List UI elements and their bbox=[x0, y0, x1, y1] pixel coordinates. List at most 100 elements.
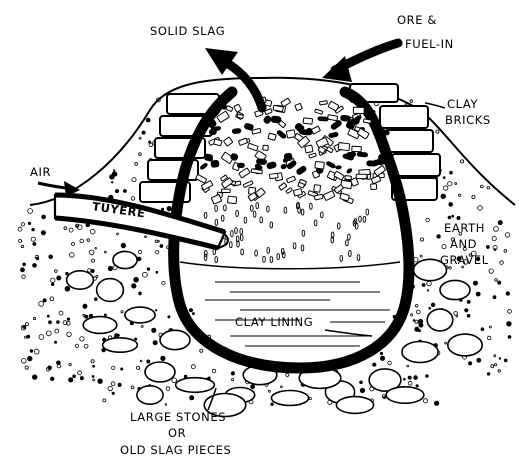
bubble bbox=[366, 209, 369, 215]
gravel-dot bbox=[444, 186, 448, 190]
gravel-dot bbox=[121, 311, 123, 313]
bubble bbox=[270, 257, 273, 263]
gravel-dot bbox=[480, 185, 483, 188]
charcoal-piece bbox=[328, 132, 338, 138]
gravel-dot bbox=[414, 376, 418, 380]
bubble bbox=[277, 254, 280, 260]
ore-fuel-charge bbox=[196, 97, 390, 204]
charcoal-piece bbox=[276, 130, 286, 139]
gravel-dot bbox=[161, 208, 163, 210]
charcoal-piece bbox=[281, 164, 287, 170]
stone bbox=[103, 338, 138, 352]
stone bbox=[125, 307, 155, 323]
gravel-dot bbox=[32, 375, 37, 380]
gravel-dot bbox=[450, 171, 453, 174]
gravel-dot bbox=[46, 331, 51, 336]
stone bbox=[271, 391, 308, 406]
ore-piece bbox=[248, 143, 259, 151]
ore-piece bbox=[263, 145, 269, 150]
bubble bbox=[301, 209, 304, 215]
ore-piece bbox=[323, 191, 335, 201]
gravel-dot bbox=[110, 175, 115, 180]
gravel-dot bbox=[141, 325, 143, 327]
charcoal-piece bbox=[357, 152, 368, 157]
gravel-dot bbox=[22, 275, 26, 279]
ore-piece bbox=[243, 181, 253, 188]
gravel-dot bbox=[271, 403, 274, 406]
charcoal-piece bbox=[237, 163, 244, 168]
ore-piece bbox=[338, 143, 350, 151]
gravel-dot bbox=[445, 342, 447, 344]
gravel-dot bbox=[30, 350, 33, 353]
gravel-dot bbox=[149, 141, 151, 143]
ore-piece bbox=[327, 115, 337, 121]
gravel-dot bbox=[508, 336, 511, 339]
gravel-dot bbox=[135, 162, 138, 165]
ore-piece bbox=[268, 133, 276, 140]
ore-piece bbox=[239, 168, 250, 178]
gravel-dot bbox=[93, 379, 95, 381]
ore-piece bbox=[223, 137, 232, 146]
charcoal-piece bbox=[346, 168, 352, 174]
gravel-dot bbox=[113, 170, 115, 172]
gravel-dot bbox=[473, 281, 477, 285]
gravel-dot bbox=[55, 270, 58, 273]
gravel-dot bbox=[80, 337, 84, 341]
gravel-dot bbox=[434, 401, 438, 405]
ore-piece bbox=[269, 173, 278, 178]
ore-piece bbox=[196, 174, 207, 183]
gravel-dot bbox=[137, 366, 140, 369]
bubble bbox=[284, 207, 287, 213]
ore-piece bbox=[286, 130, 295, 138]
ore-piece bbox=[357, 128, 369, 139]
ore-piece bbox=[226, 106, 233, 112]
gravel-dot bbox=[28, 222, 30, 224]
bubble bbox=[301, 245, 304, 251]
ore-piece bbox=[319, 101, 327, 105]
gravel-dot bbox=[115, 334, 118, 337]
gravel-dot bbox=[449, 267, 451, 269]
bubble bbox=[363, 216, 366, 222]
gravel-dot bbox=[426, 218, 430, 222]
gravel-dot bbox=[92, 376, 94, 378]
gravel-dot bbox=[115, 190, 118, 193]
gravel-dot bbox=[80, 377, 83, 380]
gravel-dot bbox=[143, 272, 148, 277]
stone bbox=[137, 386, 163, 404]
gravel-dot bbox=[506, 292, 510, 296]
gravel-dot bbox=[42, 215, 46, 219]
gravel-dot bbox=[104, 314, 106, 316]
bubble bbox=[260, 217, 263, 223]
gravel-label: GRAVEL bbox=[440, 253, 489, 267]
clay-bricks-label-line1: CLAY bbox=[447, 97, 478, 111]
gravel-dot bbox=[431, 303, 435, 307]
bubble bbox=[215, 257, 218, 263]
tuyere-pipe[interactable] bbox=[55, 195, 228, 248]
gravel-dot bbox=[138, 250, 141, 253]
gravel-dot bbox=[507, 322, 512, 327]
gravel-dot bbox=[422, 284, 425, 287]
gravel-dot bbox=[69, 378, 73, 382]
gravel-dot bbox=[459, 194, 461, 196]
bubble bbox=[251, 205, 254, 211]
ore-piece bbox=[214, 139, 222, 146]
charcoal-piece bbox=[296, 165, 307, 175]
gravel-dot bbox=[142, 131, 145, 134]
gravel-dot bbox=[467, 314, 470, 317]
stone bbox=[427, 309, 453, 331]
gravel-dot bbox=[441, 194, 446, 199]
gravel-dot bbox=[508, 310, 512, 314]
bubble bbox=[267, 206, 270, 212]
clay-bricks-label-line2: BRICKS bbox=[445, 113, 491, 127]
gravel-dot bbox=[51, 377, 55, 381]
gravel-dot bbox=[132, 284, 136, 288]
gravel-dot bbox=[429, 307, 431, 309]
gravel-dot bbox=[457, 216, 460, 219]
bubble bbox=[221, 215, 224, 221]
solid-slag-label: SOLID SLAG bbox=[150, 24, 225, 38]
gravel-dot bbox=[251, 385, 255, 389]
gravel-dot bbox=[140, 360, 142, 362]
bubble bbox=[215, 219, 218, 225]
gravel-dot bbox=[25, 336, 27, 338]
